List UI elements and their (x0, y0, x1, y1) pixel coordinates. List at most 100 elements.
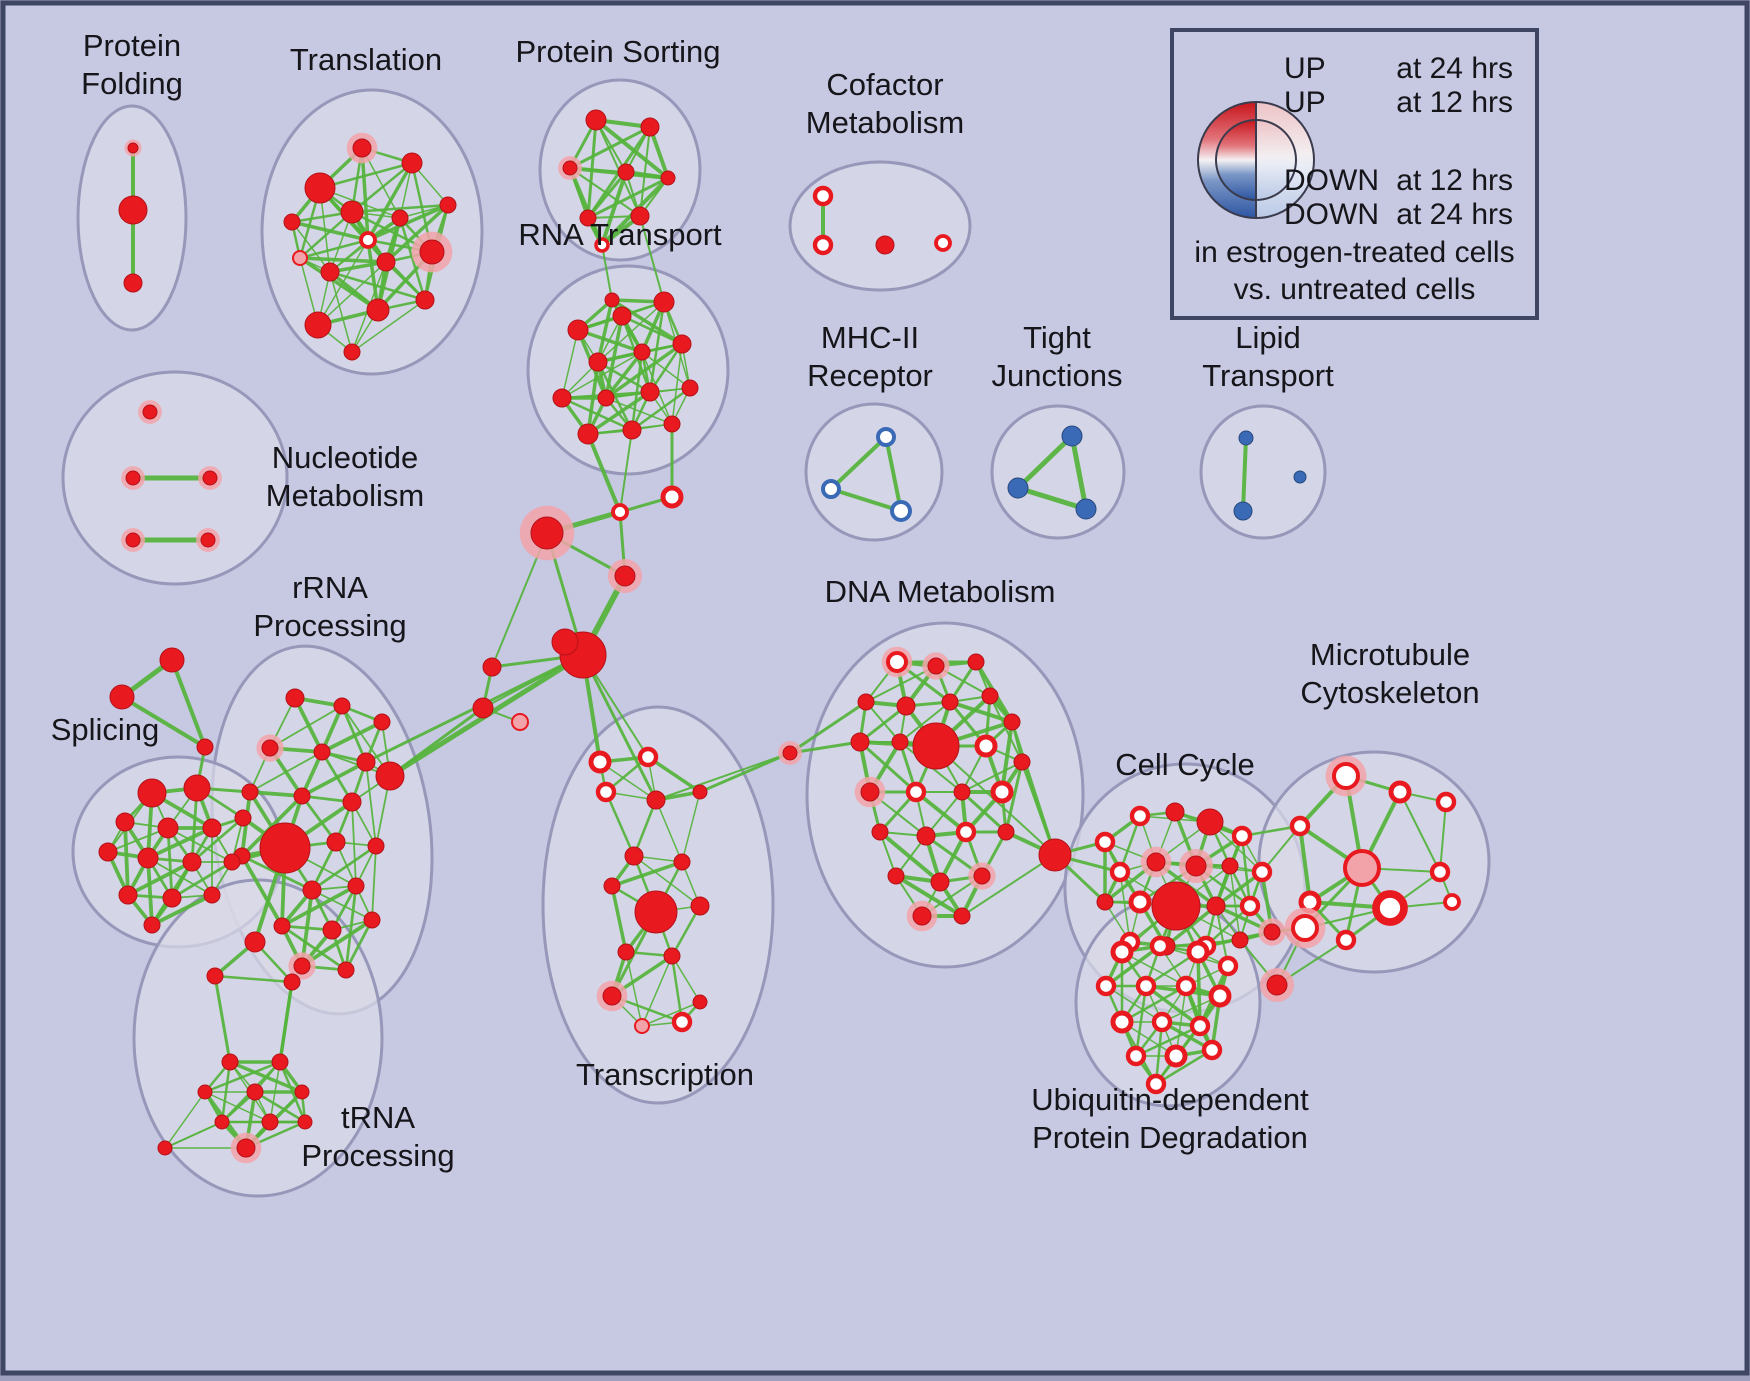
network-node (202, 470, 218, 486)
network-edge (1119, 871, 1131, 943)
network-node (157, 1140, 173, 1156)
network-node (202, 818, 222, 838)
network-edge (298, 238, 370, 260)
network-edge (366, 161, 414, 242)
network-node (912, 906, 932, 926)
network-node (283, 973, 301, 991)
network-edge (350, 161, 414, 214)
network-node (660, 485, 684, 509)
network-node (1266, 974, 1288, 996)
network-edge (641, 955, 673, 1027)
network-node (857, 693, 875, 711)
network-node (663, 415, 681, 433)
network-edge (1241, 436, 1248, 513)
network-node (337, 961, 355, 979)
network-node (1164, 1044, 1188, 1068)
network-node (567, 319, 589, 341)
network-node (297, 1114, 313, 1130)
network-edge (170, 860, 234, 900)
network-node (887, 867, 905, 885)
network-edge (1399, 791, 1441, 873)
network-edge (581, 653, 658, 802)
network-node (347, 877, 365, 895)
cluster-label-translation: Translation (290, 42, 442, 77)
network-edge (164, 1091, 206, 1149)
network-edge (1069, 433, 1089, 512)
network-node (283, 213, 301, 231)
network-edge (1120, 984, 1188, 1024)
network-node (617, 163, 635, 181)
network-node (1189, 1015, 1211, 1037)
cluster-label-protein-sorting: Protein Sorting (515, 34, 720, 69)
network-node (367, 837, 385, 855)
legend-caption-line: in estrogen-treated cells (1194, 236, 1514, 269)
network-edge (829, 487, 903, 513)
network-node (671, 1011, 693, 1033)
network-edge (366, 203, 450, 242)
network-node (1096, 893, 1114, 911)
network-node (1263, 923, 1281, 941)
network-edge (829, 435, 888, 491)
legend-ring-inner-strong (1216, 120, 1256, 200)
network-edge (576, 328, 644, 354)
network-edge (586, 176, 670, 220)
network-node (602, 986, 622, 1006)
network-node (1128, 890, 1152, 914)
network-node (1145, 1073, 1167, 1095)
network-edge (147, 857, 213, 896)
network-node (1149, 935, 1171, 957)
network-edge (146, 856, 154, 927)
network-node (934, 234, 952, 252)
network-edge (300, 760, 368, 798)
network-node (123, 273, 143, 293)
network-edge (698, 751, 792, 794)
network-node (1125, 1045, 1147, 1067)
network-node (118, 195, 148, 225)
network-node (1146, 852, 1166, 872)
network-node (1007, 477, 1029, 499)
network-edge (595, 119, 641, 217)
network-edge (884, 435, 903, 513)
network-edge (604, 342, 684, 400)
network-node (137, 847, 159, 869)
network-node (912, 722, 960, 770)
network-edge (329, 271, 353, 353)
network-edge (300, 794, 338, 844)
network-node (125, 470, 141, 486)
network-node (1201, 1039, 1223, 1061)
network-edge (1104, 944, 1162, 988)
network-node (342, 792, 362, 812)
network-edge (1004, 760, 1024, 834)
network-edge (858, 740, 918, 794)
network-edge (249, 751, 323, 793)
network-node (320, 262, 340, 282)
network-edge (671, 343, 683, 425)
network-edge (126, 860, 194, 897)
network-edge (398, 216, 427, 302)
network-edge (858, 704, 908, 744)
network-edge (639, 126, 651, 217)
network-edge (671, 955, 701, 1003)
network-edge (586, 170, 628, 220)
network-edge (633, 855, 701, 907)
network-node (261, 1113, 279, 1131)
network-node (1238, 430, 1254, 446)
network-node (200, 532, 216, 548)
network-node (551, 628, 579, 656)
network-node (927, 657, 945, 675)
network-node (990, 780, 1014, 804)
network-edge (1175, 985, 1187, 1057)
network-node (203, 886, 221, 904)
network-edge (596, 298, 614, 364)
network-edge (604, 790, 636, 858)
network-node (293, 957, 311, 975)
network-node (1251, 861, 1273, 883)
cluster-ellipse-lipid-transport (1199, 404, 1327, 540)
network-edge (1134, 984, 1148, 1058)
network-node (1186, 940, 1210, 964)
network-node (302, 880, 322, 900)
